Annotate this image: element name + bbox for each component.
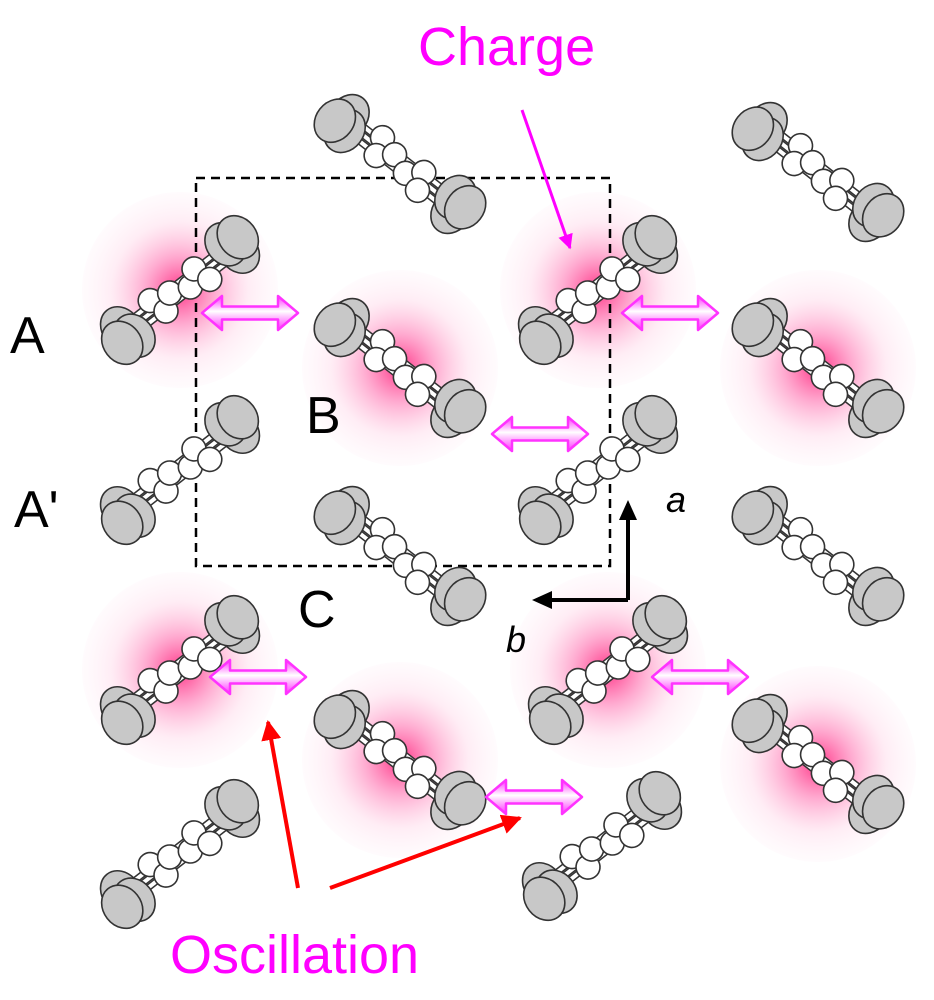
double-arrow-icon [200,294,300,332]
molecule-icon [313,93,487,235]
molecule-icon [99,594,261,746]
molecule-icon [99,394,261,546]
molecule-icon [313,485,487,627]
molecule-icon [517,214,679,366]
molecule-icon [731,485,905,627]
double-arrow-icon [490,415,590,453]
axis-label-b: b [506,619,527,660]
oscillation-pointer-arrow-left [261,720,300,889]
molecule-icon [527,594,689,746]
oscillation-pointer-arrow-right [329,814,522,890]
molecule-icon [731,693,905,835]
molecule-icon [731,297,905,439]
molecule-label-c: C [298,581,336,639]
molecule-icon [313,689,487,831]
molecules [99,93,905,930]
axis-label-a: a [666,479,687,520]
molecule-label-a-prime: A' [14,481,59,539]
double-arrow-icon [650,658,750,696]
molecule-icon [517,394,679,546]
molecule-icon [731,101,905,243]
double-arrow-icon [620,294,720,332]
molecule-icon [99,778,261,930]
charge-label: Charge [418,17,596,77]
axis-b-arrowhead [532,591,552,609]
molecule-label-a: A [10,307,45,365]
double-arrow-icon [208,658,308,696]
axis-arrows [532,500,637,609]
axis-a-arrowhead [619,500,637,520]
molecule-icon [521,770,683,922]
charge-pointer-arrow [520,109,573,250]
oscillation-double-arrows [200,294,750,816]
oscillation-label: Oscillation [170,925,420,985]
double-arrow-icon [484,778,584,816]
molecule-icon [313,297,487,439]
molecule-label-b: B [306,387,341,445]
molecule-icon [99,214,261,366]
